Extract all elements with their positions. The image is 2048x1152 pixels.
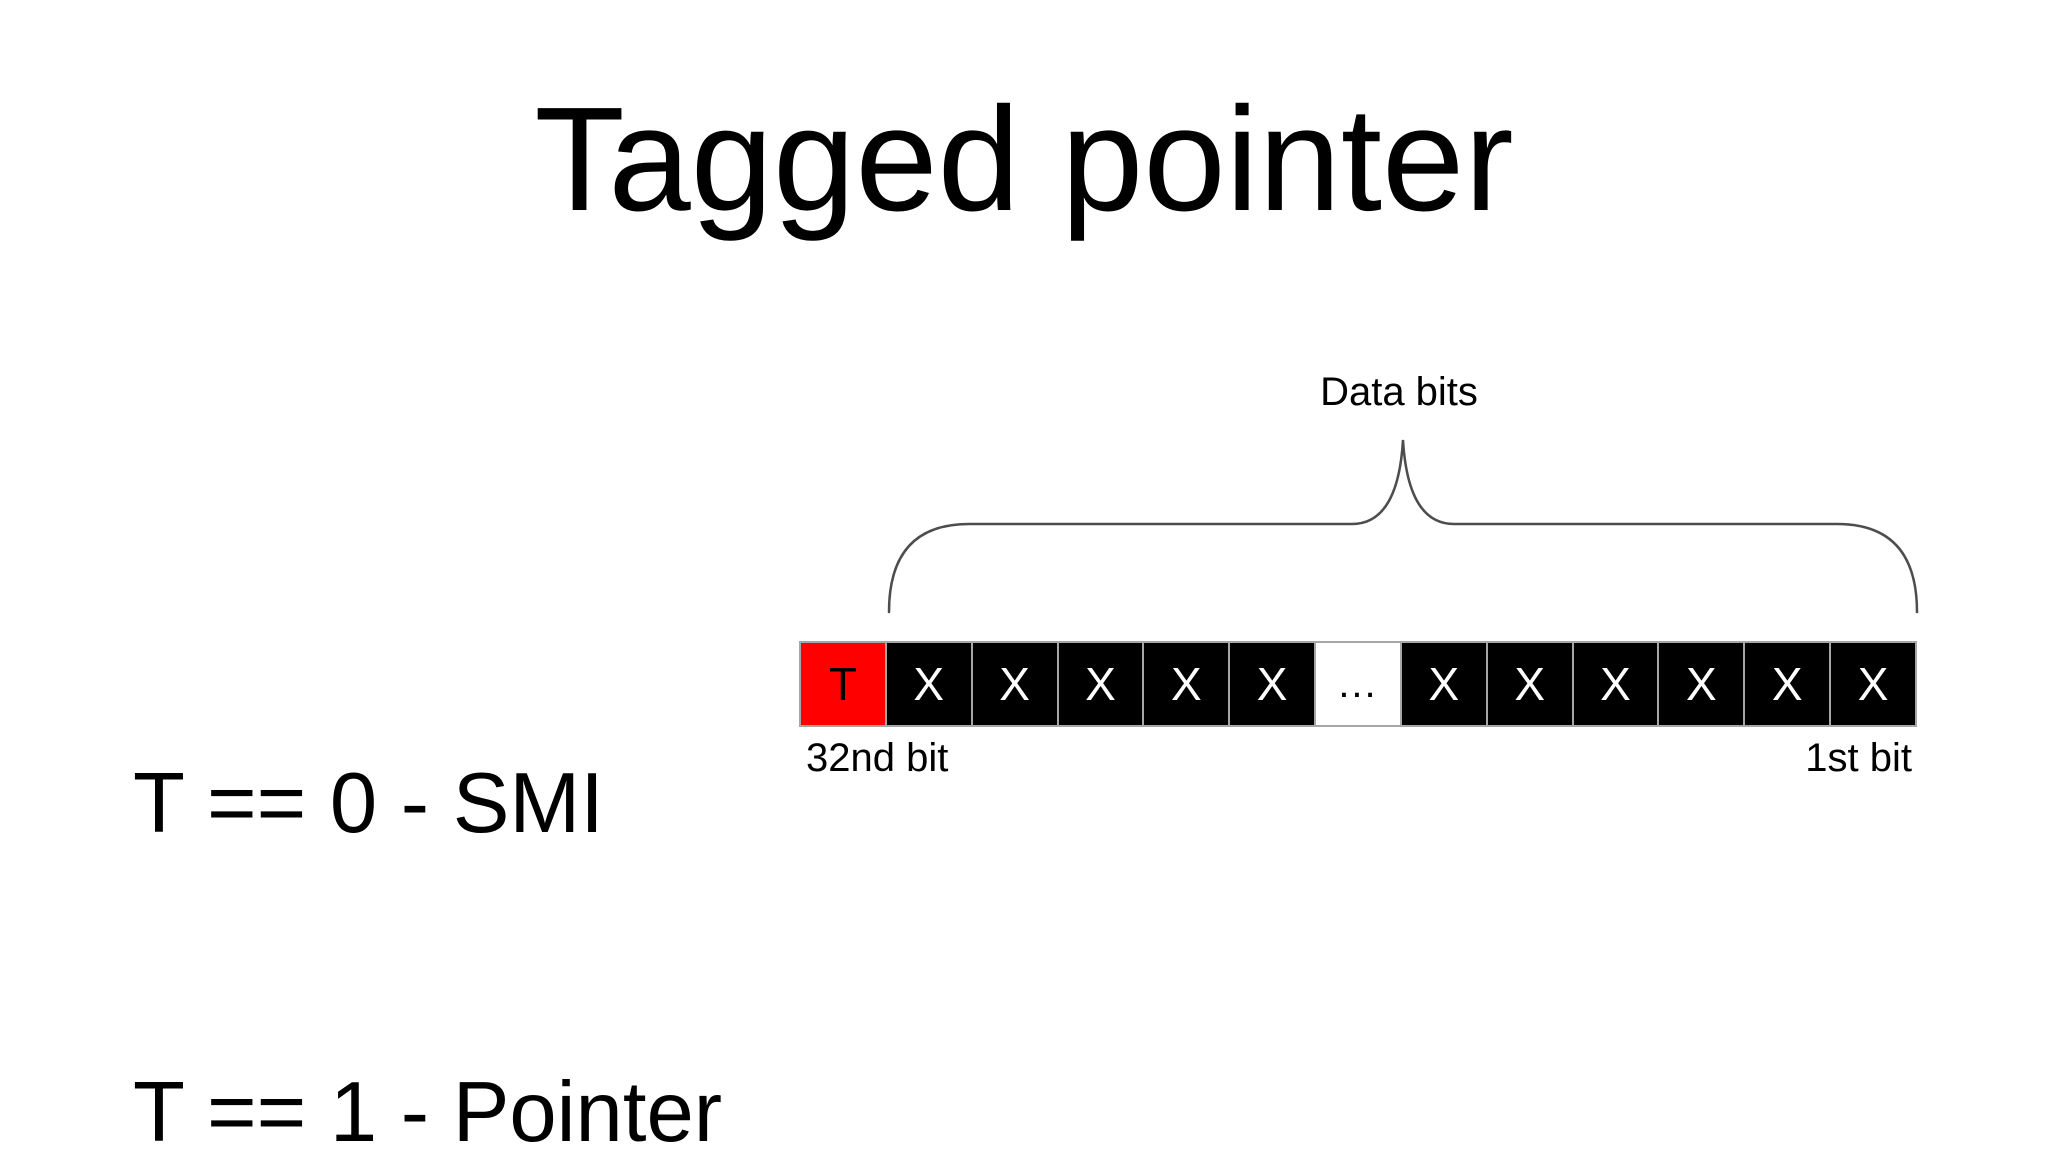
legend: T == 0 - SMI T == 1 - Pointer	[133, 546, 722, 1152]
label-1st-bit: 1st bit	[1805, 736, 1912, 780]
bit-cell-label: X	[1600, 658, 1631, 710]
bit-cell-label: X	[1514, 658, 1546, 710]
bit-cell-data: X	[1399, 643, 1486, 725]
legend-line-smi: T == 0 - SMI	[133, 756, 604, 851]
bit-row: T X X X X X... X X X X X X	[799, 641, 1917, 727]
bit-cell-data: X	[1142, 643, 1229, 725]
bit-cell-label: X	[999, 658, 1030, 710]
bit-cell-label: X	[1085, 658, 1116, 710]
bit-cell-data: X	[970, 643, 1057, 725]
bit-cell-label: X	[1428, 658, 1460, 710]
bit-cell-label: X	[1771, 658, 1803, 710]
bit-cell-data: X	[1228, 643, 1315, 725]
curly-brace-path	[887, 439, 1919, 614]
bit-cell-data: X	[1485, 643, 1572, 725]
bit-cell-label: X	[1857, 658, 1889, 710]
bit-cell-label: X	[1170, 658, 1202, 710]
bit-cell-data: X	[1743, 643, 1830, 725]
bit-cell-data: X	[1829, 643, 1915, 725]
bit-cell-data: X	[1657, 643, 1744, 725]
legend-line-pointer: T == 1 - Pointer	[133, 1065, 723, 1152]
bit-cell-label: X	[1256, 658, 1288, 710]
bit-cell-label: ...	[1338, 662, 1378, 706]
bit-cell-data: X	[1571, 643, 1658, 725]
bit-cell-ellipsis: ...	[1314, 643, 1400, 725]
data-bits-label: Data bits	[1320, 370, 1478, 414]
label-32nd-bit: 32nd bit	[806, 736, 949, 780]
bit-cell-label: X	[913, 658, 945, 710]
bit-cell-data: X	[1056, 643, 1143, 725]
bit-cell-label: X	[1686, 658, 1717, 710]
page-title: Tagged pointer	[534, 77, 1514, 242]
bit-cell-tag: T	[801, 643, 885, 725]
bit-cell-label: T	[828, 658, 857, 710]
bit-cell-data: X	[884, 643, 971, 725]
